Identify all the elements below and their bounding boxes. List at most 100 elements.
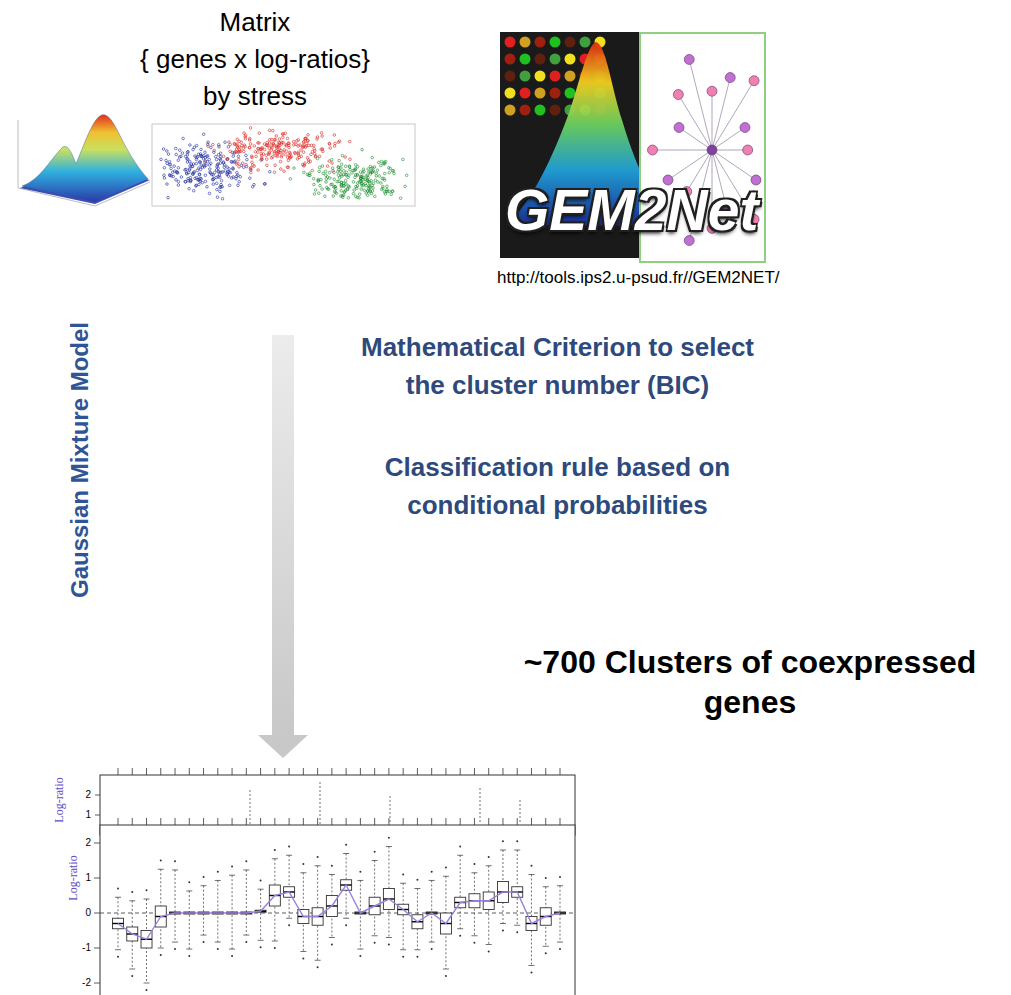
scatter-plot (237, 184, 240, 187)
scatter-plot (186, 157, 189, 160)
scatter-plot (234, 160, 237, 163)
gem2net-logo (520, 88, 531, 99)
scatter-plot (251, 161, 254, 164)
scatter-plot (386, 185, 389, 188)
boxplot-front (231, 955, 233, 957)
scatter-plot (352, 192, 355, 195)
boxplot-front (343, 853, 349, 854)
scatter-plot (367, 190, 370, 193)
scatter-plot (361, 148, 364, 151)
scatter-plot (334, 142, 337, 145)
scatter-plot (166, 183, 169, 186)
scatter-plot (224, 141, 227, 144)
gem2net-logo (740, 122, 750, 132)
boxplot-front (429, 880, 435, 881)
boxplot-front (269, 818, 280, 949)
boxplot-back (320, 782, 321, 824)
boxplot-front (557, 885, 563, 886)
boxplot-front (369, 818, 380, 944)
gem2net-logo (535, 88, 546, 99)
scatter-plot (235, 177, 238, 180)
scatter-plot (321, 165, 324, 168)
scatter-plot (346, 188, 349, 191)
scatter-plot (257, 169, 260, 172)
boxplot-front (557, 942, 563, 943)
boxplot-front (229, 875, 235, 876)
scatter-plot (348, 166, 351, 169)
scatter-plot (177, 159, 180, 162)
tick-label: -2 (82, 977, 91, 989)
boxplot-front (530, 865, 532, 867)
scatter-plot (369, 182, 372, 185)
scatter-plot (293, 151, 296, 154)
scatter-plot (187, 150, 190, 153)
scatter-plot (374, 179, 377, 182)
gem2net-logo (520, 71, 531, 82)
boxplot-front (346, 818, 347, 825)
boxplot-front (302, 863, 304, 865)
boxplot-front (274, 947, 276, 949)
boxplot-back (317, 768, 318, 775)
scatter-plot (192, 173, 195, 176)
scatter-plot (405, 174, 408, 177)
scatter-plot (318, 155, 321, 158)
scatter-plot (368, 185, 371, 188)
boxplot-front (286, 855, 292, 856)
scatter-plot (360, 177, 363, 180)
scatter-plot (354, 168, 357, 171)
boxplot-front (331, 865, 333, 867)
side-label: Gaussian Mixture Model (66, 322, 94, 598)
gem2net-logo (550, 37, 561, 48)
scatter-plot (286, 166, 289, 169)
scatter-plot (340, 190, 343, 193)
scatter-plot (391, 190, 394, 193)
scatter-plot (319, 184, 322, 187)
scatter-plot (376, 169, 379, 172)
gem2net-logo (535, 105, 546, 116)
boxplot-front (531, 818, 532, 825)
scatter-plot (204, 180, 207, 183)
scatter-plot (243, 150, 246, 153)
boxplot-front (132, 818, 133, 825)
scatter-plot (314, 189, 317, 192)
scatter-plot (178, 156, 181, 159)
scatter-plot (195, 144, 198, 147)
boxplot-front (359, 955, 361, 957)
scatter-plot (311, 169, 314, 172)
boxplot-front (212, 818, 223, 950)
scatter-plot (328, 142, 331, 145)
scatter-plot (282, 133, 285, 136)
scatter-plot (320, 178, 323, 181)
scatter-plot (383, 179, 386, 182)
gem2net-logo (550, 105, 561, 116)
boxplot-front (445, 867, 447, 869)
scatter-plot (266, 164, 269, 167)
scatter-plot (296, 140, 299, 143)
boxplot-front (274, 849, 276, 851)
scatter-plot (227, 175, 230, 178)
scatter-plot (234, 151, 237, 154)
boxplot-front (398, 818, 409, 958)
scatter-plot (210, 146, 213, 149)
boxplot-front (118, 885, 560, 939)
scatter-plot (343, 191, 346, 194)
scatter-plot (187, 177, 190, 180)
scatter-plot (380, 182, 383, 185)
boxplot-front (543, 886, 549, 887)
scatter-plot (166, 150, 169, 153)
scatter-plot (188, 169, 191, 172)
gem2net-logo (565, 54, 576, 65)
boxplot-front (516, 840, 518, 842)
scatter-plot (163, 166, 166, 169)
scatter-plot (194, 177, 197, 180)
scatter-plot (289, 156, 292, 159)
scatter-plot (363, 189, 366, 192)
scatter-plot (238, 165, 241, 168)
scatter-plot (344, 173, 347, 176)
scatter-plot (313, 193, 316, 196)
boxplot-back (388, 768, 389, 775)
boxplot-front (186, 949, 192, 950)
scatter-plot (239, 175, 242, 178)
scatter-plot (304, 138, 307, 141)
boxplot-back (346, 768, 347, 775)
